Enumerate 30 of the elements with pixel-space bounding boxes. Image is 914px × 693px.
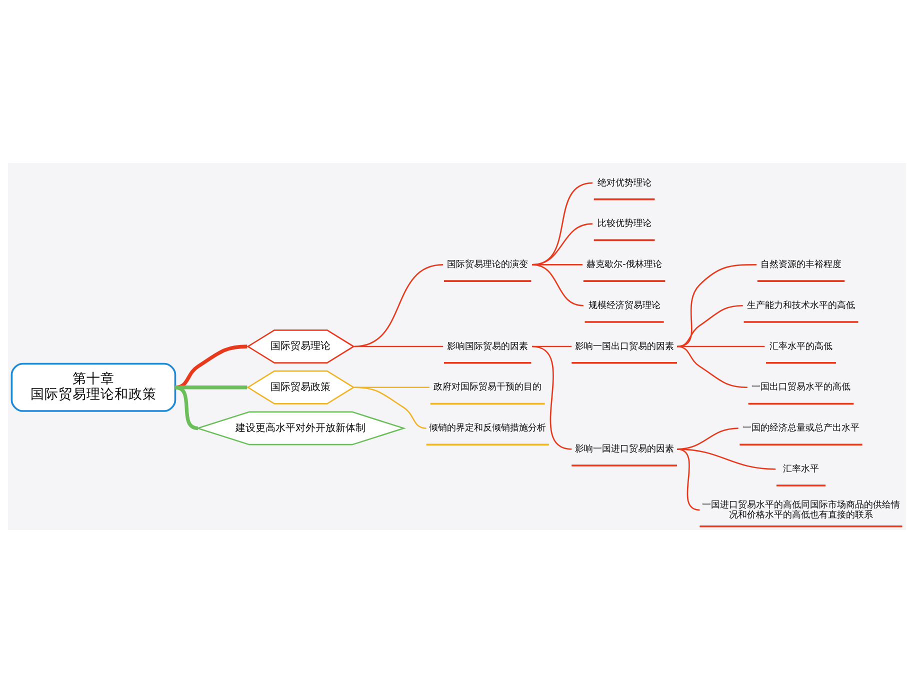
node-text: 汇率水平的高低 (770, 342, 832, 352)
node-text: 一国出口贸易水平的高低 (752, 382, 850, 393)
connector (676, 304, 743, 348)
node-text: 国际贸易理论的演变 (447, 260, 528, 270)
connector (175, 344, 248, 390)
node-text: 汇率水平 (783, 464, 819, 474)
connector (532, 264, 584, 306)
connector (354, 346, 444, 348)
connector (532, 346, 572, 450)
connector (354, 264, 444, 348)
connector (354, 386, 430, 388)
node-text: 自然资源的丰裕程度 (760, 260, 842, 270)
node-text: 倾销的界定和反倾销措施分析 (429, 424, 546, 434)
node-text: 规模经济贸易理论 (588, 300, 660, 311)
node-text: 影响一国进口贸易的因素 (574, 444, 674, 454)
connector (354, 386, 426, 429)
node-text: 绝对优势理论 (597, 178, 652, 188)
connector (676, 448, 700, 511)
node-text: 一国的经济总量或总产出水平 (742, 424, 860, 434)
node-text: 影响国际贸易的因素 (447, 342, 528, 352)
connector (175, 386, 248, 390)
node-text: 生产能力和技术水平的高低 (747, 300, 855, 311)
node-text: 一国进口贸易水平的高低同国际市场商品的供给情况和价格水平的高低也有直接的联系 (702, 500, 900, 520)
node-text: 赫克歇尔-俄林理论 (586, 260, 662, 270)
connector (676, 264, 756, 348)
node-text: 政府对国际贸易干预的目的 (434, 382, 542, 393)
node-box: 第十章 国际贸易理论和政策 (10, 362, 176, 412)
connector (676, 346, 748, 388)
node-text: 比较优势理论 (597, 219, 652, 230)
node-text: 影响一国出口贸易的因素 (574, 342, 674, 352)
